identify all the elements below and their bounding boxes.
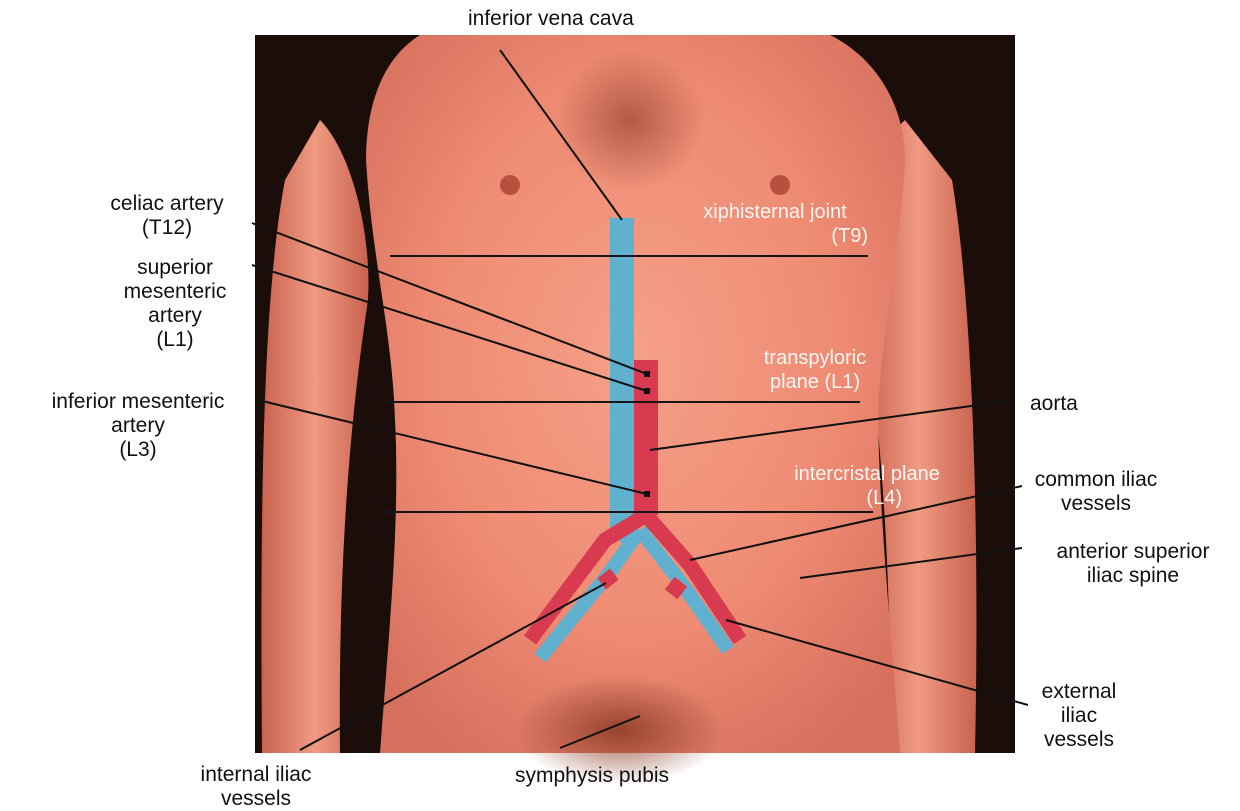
label-internal-iliac-vessels: internal iliac vessels [176, 763, 336, 811]
plane-label-xiphisternal-joint: xiphisternal joint (T9) [670, 200, 880, 248]
label-inferior-mesenteric-artery: inferior mesenteric artery (L3) [18, 390, 258, 462]
label-aorta: aorta [1030, 392, 1078, 416]
label-symphysis-pubis: symphysis pubis [515, 764, 669, 788]
vena-cava-trunk [610, 218, 634, 523]
label-celiac-artery: celiac artery (T12) [82, 192, 252, 240]
label-inferior-vena-cava: inferior vena cava [468, 7, 634, 31]
label-common-iliac-vessels: common iliac vessels [1016, 468, 1176, 516]
label-anterior-superior-iliac-spine: anterior superior iliac spine [1030, 540, 1236, 588]
plane-label-transpyloric: transpyloric plane (L1) [720, 346, 910, 394]
label-superior-mesenteric-artery: superior mesenteric artery (L1) [100, 256, 250, 352]
left-nipple [500, 175, 520, 195]
plane-label-intercristal: intercristal plane (L4) [752, 462, 982, 510]
label-external-iliac-vessels: external iliac vessels [1024, 680, 1134, 752]
right-nipple [770, 175, 790, 195]
chest-hair [555, 50, 705, 190]
